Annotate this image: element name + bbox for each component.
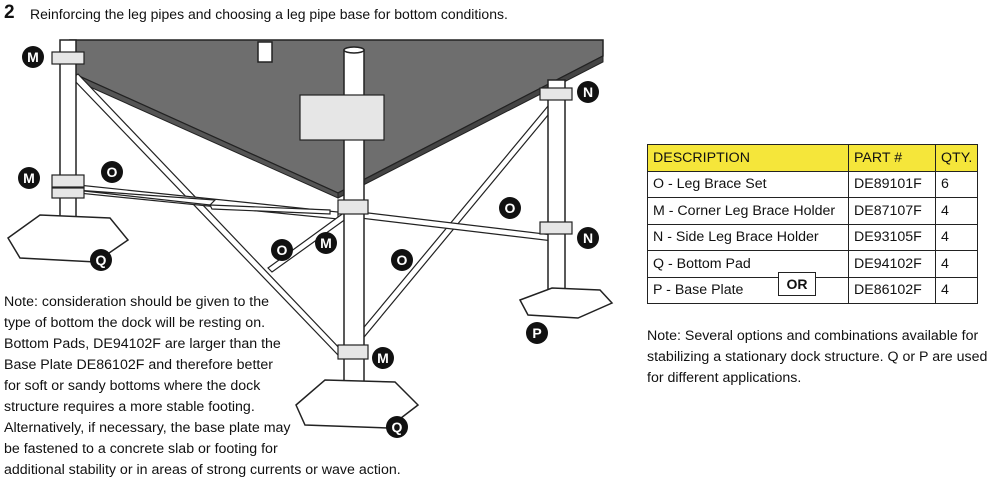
note-line: additional stability or in areas of stro… <box>4 462 401 478</box>
pipe-bases <box>7 214 614 429</box>
row-description: N - Side Leg Brace Holder <box>647 223 849 251</box>
svg-text:M: M <box>23 170 35 186</box>
callout-p: P <box>526 322 548 344</box>
row-part-number: DE89101F <box>848 170 936 198</box>
note-line: Alternatively, if necessary, the base pl… <box>4 420 291 436</box>
note-line: for different applications. <box>647 370 802 386</box>
row-qty: 4 <box>934 276 979 304</box>
callout-o-center: O <box>271 239 293 261</box>
header-description: DESCRIPTION <box>647 144 849 172</box>
note-line: type of bottom the dock will be resting … <box>4 315 266 331</box>
row-qty: 4 <box>934 223 979 251</box>
note-line: Note: consideration should be given to t… <box>4 294 270 310</box>
callout-q-left: Q <box>90 249 112 271</box>
table-row: M - Corner Leg Brace Holder DE87107F 4 <box>647 197 979 225</box>
svg-text:N: N <box>583 230 593 246</box>
row-part-number: DE87107F <box>848 197 936 225</box>
callout-q-bottom: Q <box>386 416 408 438</box>
svg-text:Q: Q <box>392 419 403 435</box>
note-line: Note: Several options and combinations a… <box>647 328 979 344</box>
part-callouts: M M O Q O M O O <box>18 46 599 438</box>
row-description: Q - Bottom Pad <box>647 250 849 278</box>
note-line: structure requires a more stable footing… <box>4 399 255 415</box>
header-part-number: PART # <box>848 144 936 172</box>
table-row: O - Leg Brace Set DE89101F 6 <box>647 170 979 198</box>
step-number: 2 <box>4 2 15 23</box>
header-qty: QTY. <box>934 144 979 172</box>
svg-text:M: M <box>320 235 332 251</box>
row-qty: 4 <box>934 197 979 225</box>
note-line: for soft or sandy bottoms where the dock <box>4 378 261 394</box>
row-description: P - Base Plate <box>647 276 849 304</box>
note-stabilizing-options: Note: Several options and combinations a… <box>647 326 987 389</box>
parts-table: DESCRIPTION PART # QTY. O - Leg Brace Se… <box>647 144 979 304</box>
row-description: M - Corner Leg Brace Holder <box>647 197 849 225</box>
row-part-number: DE86102F <box>848 276 936 304</box>
row-part-number: DE94102F <box>848 250 936 278</box>
note-bottom-conditions: Note: consideration should be given to t… <box>4 292 424 481</box>
row-part-number: DE93105F <box>848 223 936 251</box>
brace-holders <box>51 51 573 360</box>
parts-table-header: DESCRIPTION PART # QTY. <box>647 144 979 172</box>
svg-text:M: M <box>27 49 39 65</box>
note-line: Base Plate DE86102F and therefore better <box>4 357 273 373</box>
row-qty: 4 <box>934 250 979 278</box>
note-line: be fastened to a concrete slab or footin… <box>4 441 278 457</box>
row-qty: 6 <box>934 170 979 198</box>
callout-m-bottom: M <box>372 347 394 369</box>
svg-text:O: O <box>277 242 288 258</box>
callout-m-top: M <box>22 46 44 68</box>
callout-o-left: O <box>101 161 123 183</box>
note-line: Bottom Pads, DE94102F are larger than th… <box>4 336 281 352</box>
svg-text:P: P <box>532 325 541 341</box>
callout-o-far-right: O <box>499 197 521 219</box>
row-description: O - Leg Brace Set <box>647 170 849 198</box>
callout-m-center: M <box>315 232 337 254</box>
svg-text:M: M <box>377 350 389 366</box>
leg-braces <box>71 73 559 356</box>
callout-n-top: N <box>577 81 599 103</box>
svg-text:O: O <box>107 164 118 180</box>
table-row: N - Side Leg Brace Holder DE93105F 4 <box>647 223 979 251</box>
svg-text:O: O <box>397 252 408 268</box>
step-title: Reinforcing the leg pipes and choosing a… <box>30 6 508 22</box>
note-line: stabilizing a stationary dock structure.… <box>647 349 988 365</box>
callout-o-right: O <box>391 249 413 271</box>
or-badge: OR <box>778 272 816 296</box>
callout-n-bottom: N <box>577 227 599 249</box>
svg-text:Q: Q <box>96 252 107 268</box>
svg-text:O: O <box>505 200 516 216</box>
svg-text:N: N <box>583 84 593 100</box>
callout-m-left: M <box>18 167 40 189</box>
